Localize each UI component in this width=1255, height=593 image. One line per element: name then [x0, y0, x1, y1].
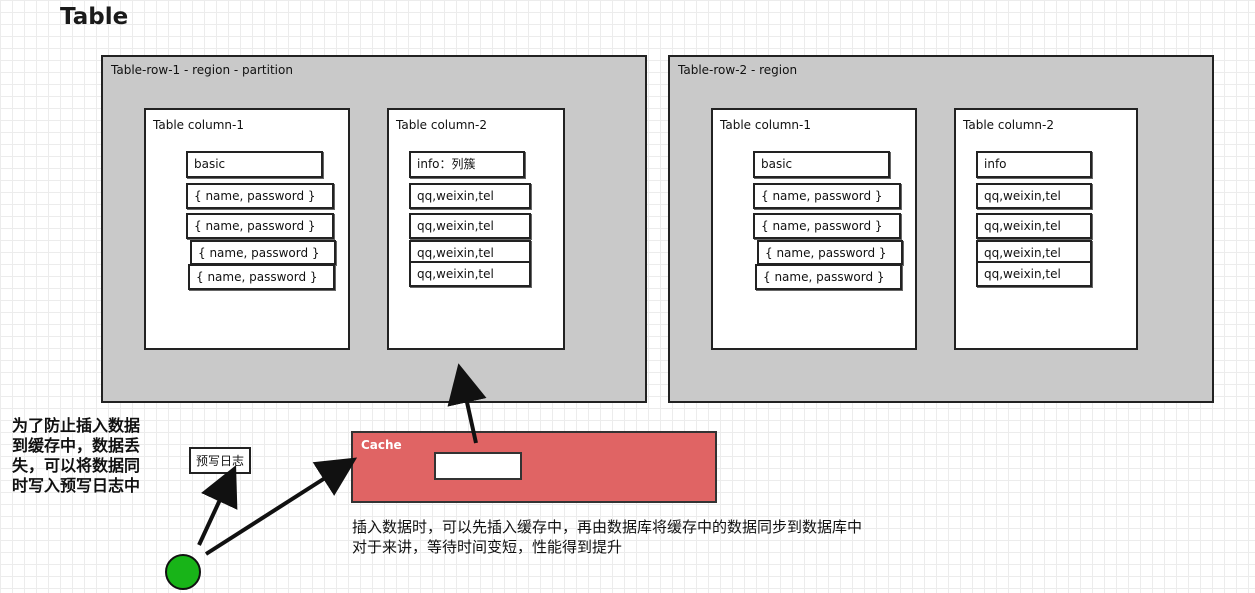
column-family-cell: basic	[186, 151, 323, 178]
explanation-line: 插入数据时，可以先插入缓存中，再由数据库将缓存中的数据同步到数据库中	[352, 518, 863, 536]
data-cell: { name, password }	[188, 264, 335, 290]
data-cell: qq,weixin,tel	[409, 183, 531, 209]
column-family-cell: info	[976, 151, 1092, 178]
column-family-cell: basic	[753, 151, 890, 178]
column-family-cell: info：列簇	[409, 151, 525, 178]
arrow-client-to-wal	[197, 465, 238, 546]
data-cell: { name, password }	[186, 183, 334, 209]
note-line: 为了防止插入数据	[12, 416, 141, 435]
arrow-client-to-cache	[204, 457, 358, 556]
data-cell: qq,weixin,tel	[409, 213, 531, 239]
cache-label: Cache	[361, 438, 402, 452]
arrow-cache-to-region	[447, 363, 487, 444]
note-line: 失，可以将数据同	[12, 456, 141, 475]
data-cell: { name, password }	[753, 183, 901, 209]
data-cell: qq,weixin,tel	[976, 261, 1092, 287]
region-row-1-label: Table-row-1 - region - partition	[111, 63, 293, 77]
column-label: Table column-2	[396, 118, 487, 132]
cache-slot	[434, 452, 522, 480]
region-row-2-label: Table-row-2 - region	[678, 63, 798, 77]
data-cell: qq,weixin,tel	[976, 183, 1092, 209]
data-cell: qq,weixin,tel	[976, 213, 1092, 239]
data-cell: { name, password }	[755, 264, 902, 290]
client-node	[165, 554, 201, 590]
data-cell: { name, password }	[186, 213, 334, 239]
cache-explanation: 插入数据时，可以先插入缓存中，再由数据库将缓存中的数据同步到数据库中 对于来讲，…	[352, 517, 862, 557]
data-cell: { name, password }	[757, 240, 903, 265]
data-cell: qq,weixin,tel	[409, 261, 531, 287]
note-line: 到缓存中，数据丢	[12, 436, 141, 455]
note-line: 时写入预写日志中	[12, 476, 141, 495]
column-label: Table column-2	[963, 118, 1054, 132]
explanation-line: 对于来讲，等待时间变短，性能得到提升	[352, 538, 623, 556]
diagram-title: Table	[60, 4, 129, 30]
column-label: Table column-1	[153, 118, 244, 132]
write-ahead-log-note: 为了防止插入数据 到缓存中，数据丢 失，可以将数据同 时写入预写日志中	[12, 416, 162, 496]
data-cell: qq,weixin,tel	[409, 240, 531, 264]
data-cell: { name, password }	[753, 213, 901, 239]
column-label: Table column-1	[720, 118, 811, 132]
